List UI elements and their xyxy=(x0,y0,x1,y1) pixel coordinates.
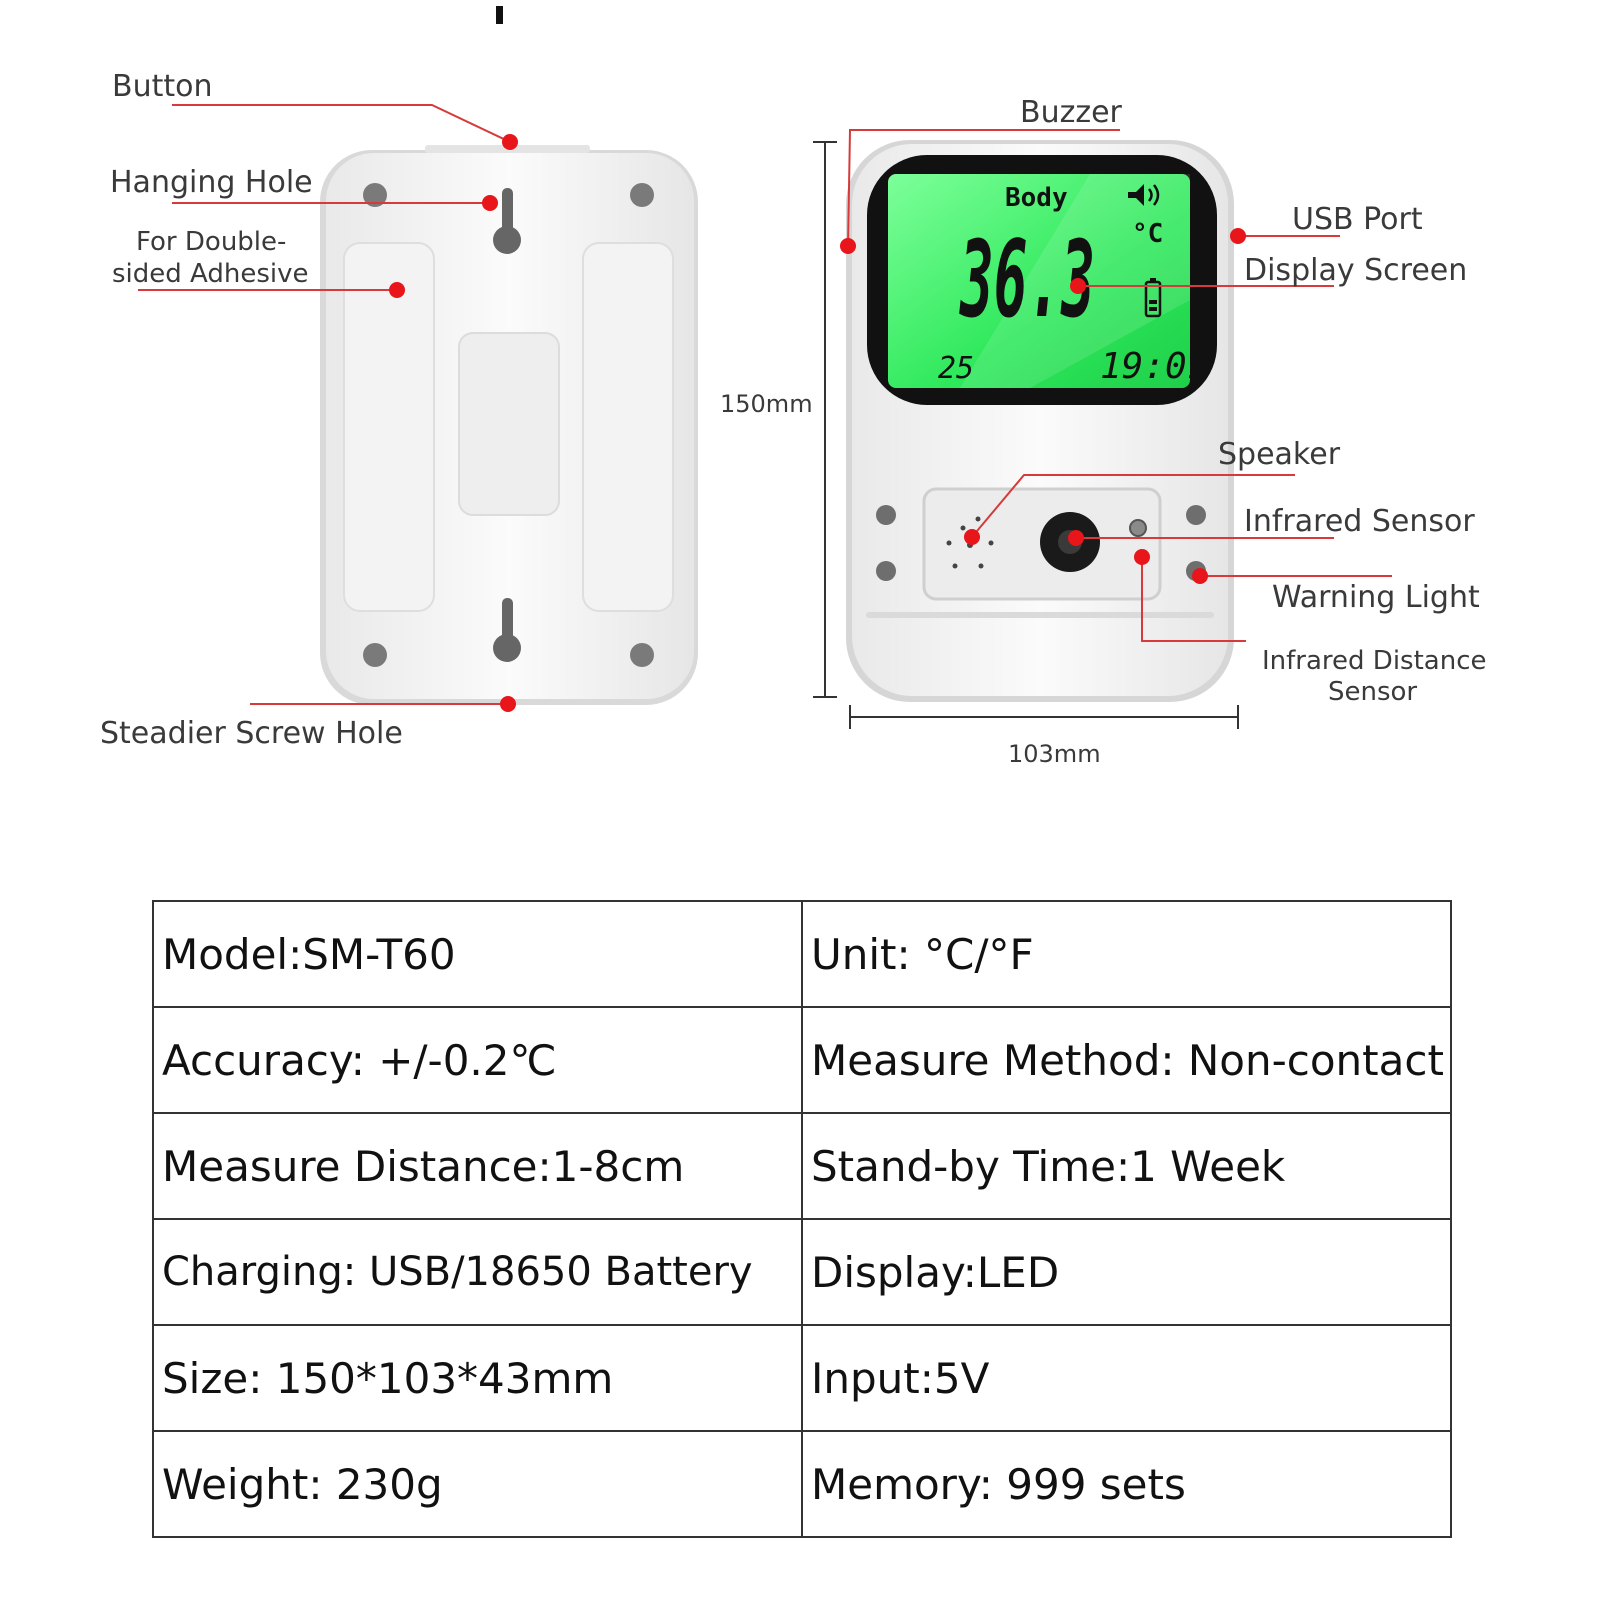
label-usb-port: USB Port xyxy=(1292,202,1423,237)
dimension-lines xyxy=(813,141,1239,729)
label-ir-distance-line1: Infrared Distance xyxy=(1262,646,1487,676)
spec-cell: Stand-by Time:1 Week xyxy=(801,1112,1452,1220)
keyhole-bottom-icon xyxy=(493,598,521,662)
adhesive-pad-left xyxy=(343,242,435,612)
table-row: Accuracy: +/-0.2℃ Measure Method: Non-co… xyxy=(152,1006,1452,1114)
label-infrared-sensor: Infrared Sensor xyxy=(1244,504,1475,539)
adhesive-pad-right xyxy=(582,242,674,612)
center-recess xyxy=(458,332,560,516)
label-screw-hole: Steadier Screw Hole xyxy=(100,716,403,751)
label-speaker: Speaker xyxy=(1218,437,1341,472)
front-callouts xyxy=(840,129,1392,642)
lcd-temperature: 36.3 xyxy=(959,218,1095,341)
spec-cell: Input:5V xyxy=(801,1324,1452,1432)
lcd-unit: °C xyxy=(1132,219,1163,249)
label-ir-distance-line2: Sensor xyxy=(1328,677,1417,707)
spec-cell: Size: 150*103*43mm xyxy=(152,1324,803,1432)
device-front-view: Body 36.3 °C 25 19:01 xyxy=(846,140,1234,702)
spec-table: Model:SM-T60 Unit: °C/°F Accuracy: +/-0.… xyxy=(152,900,1452,1538)
screw-icon xyxy=(1186,505,1206,525)
spec-cell: Model:SM-T60 xyxy=(152,900,803,1008)
label-display-screen: Display Screen xyxy=(1244,253,1467,288)
table-row: Charging: USB/18650 Battery Display:LED xyxy=(152,1218,1452,1326)
spec-cell: Unit: °C/°F xyxy=(801,900,1452,1008)
spec-cell: Measure Method: Non-contact xyxy=(801,1006,1452,1114)
spec-cell: Display:LED xyxy=(801,1218,1452,1326)
screw-icon xyxy=(876,505,896,525)
table-row: Weight: 230g Memory: 999 sets xyxy=(152,1430,1452,1538)
screw-icon xyxy=(876,561,896,581)
battery-icon xyxy=(1144,278,1162,318)
spec-cell: Charging: USB/18650 Battery xyxy=(152,1218,803,1326)
screw-hole-icon xyxy=(630,183,654,207)
speaker-volume-icon xyxy=(1128,184,1160,206)
lcd-time: 19:01 xyxy=(1100,346,1208,387)
screw-hole-icon xyxy=(363,643,387,667)
table-row: Measure Distance:1-8cm Stand-by Time:1 W… xyxy=(152,1112,1452,1220)
lcd-screen xyxy=(888,174,1190,388)
distance-sensor-icon xyxy=(1129,519,1147,537)
label-hanging-hole: Hanging Hole xyxy=(110,165,313,200)
back-callouts xyxy=(138,104,518,712)
label-adhesive-line1: For Double- xyxy=(136,227,286,257)
table-row: Size: 150*103*43mm Input:5V xyxy=(152,1324,1452,1432)
spec-cell: Weight: 230g xyxy=(152,1430,803,1538)
lcd-ambient: 25 xyxy=(938,351,974,386)
product-diagram: Button Hanging Hole For Double- sided Ad… xyxy=(100,6,1487,768)
spec-cell: Measure Distance:1-8cm xyxy=(152,1112,803,1220)
dimension-width: 103mm xyxy=(1008,740,1101,768)
spec-cell: Accuracy: +/-0.2℃ xyxy=(152,1006,803,1114)
lcd-mode: Body xyxy=(1005,183,1068,213)
spec-cell: Memory: 999 sets xyxy=(801,1430,1452,1538)
table-row: Model:SM-T60 Unit: °C/°F xyxy=(152,900,1452,1008)
keyhole-top-icon xyxy=(493,188,521,254)
top-mark xyxy=(496,6,503,24)
dimension-height: 150mm xyxy=(720,390,813,418)
screw-hole-icon xyxy=(363,183,387,207)
screw-hole-icon xyxy=(630,643,654,667)
device-back-view xyxy=(320,145,698,705)
label-adhesive-line2: sided Adhesive xyxy=(112,259,309,289)
diagram-svg: Button Hanging Hole For Double- sided Ad… xyxy=(100,6,1487,768)
label-button: Button xyxy=(112,69,213,104)
label-buzzer: Buzzer xyxy=(1020,95,1123,130)
label-warning-light: Warning Light xyxy=(1272,580,1480,615)
